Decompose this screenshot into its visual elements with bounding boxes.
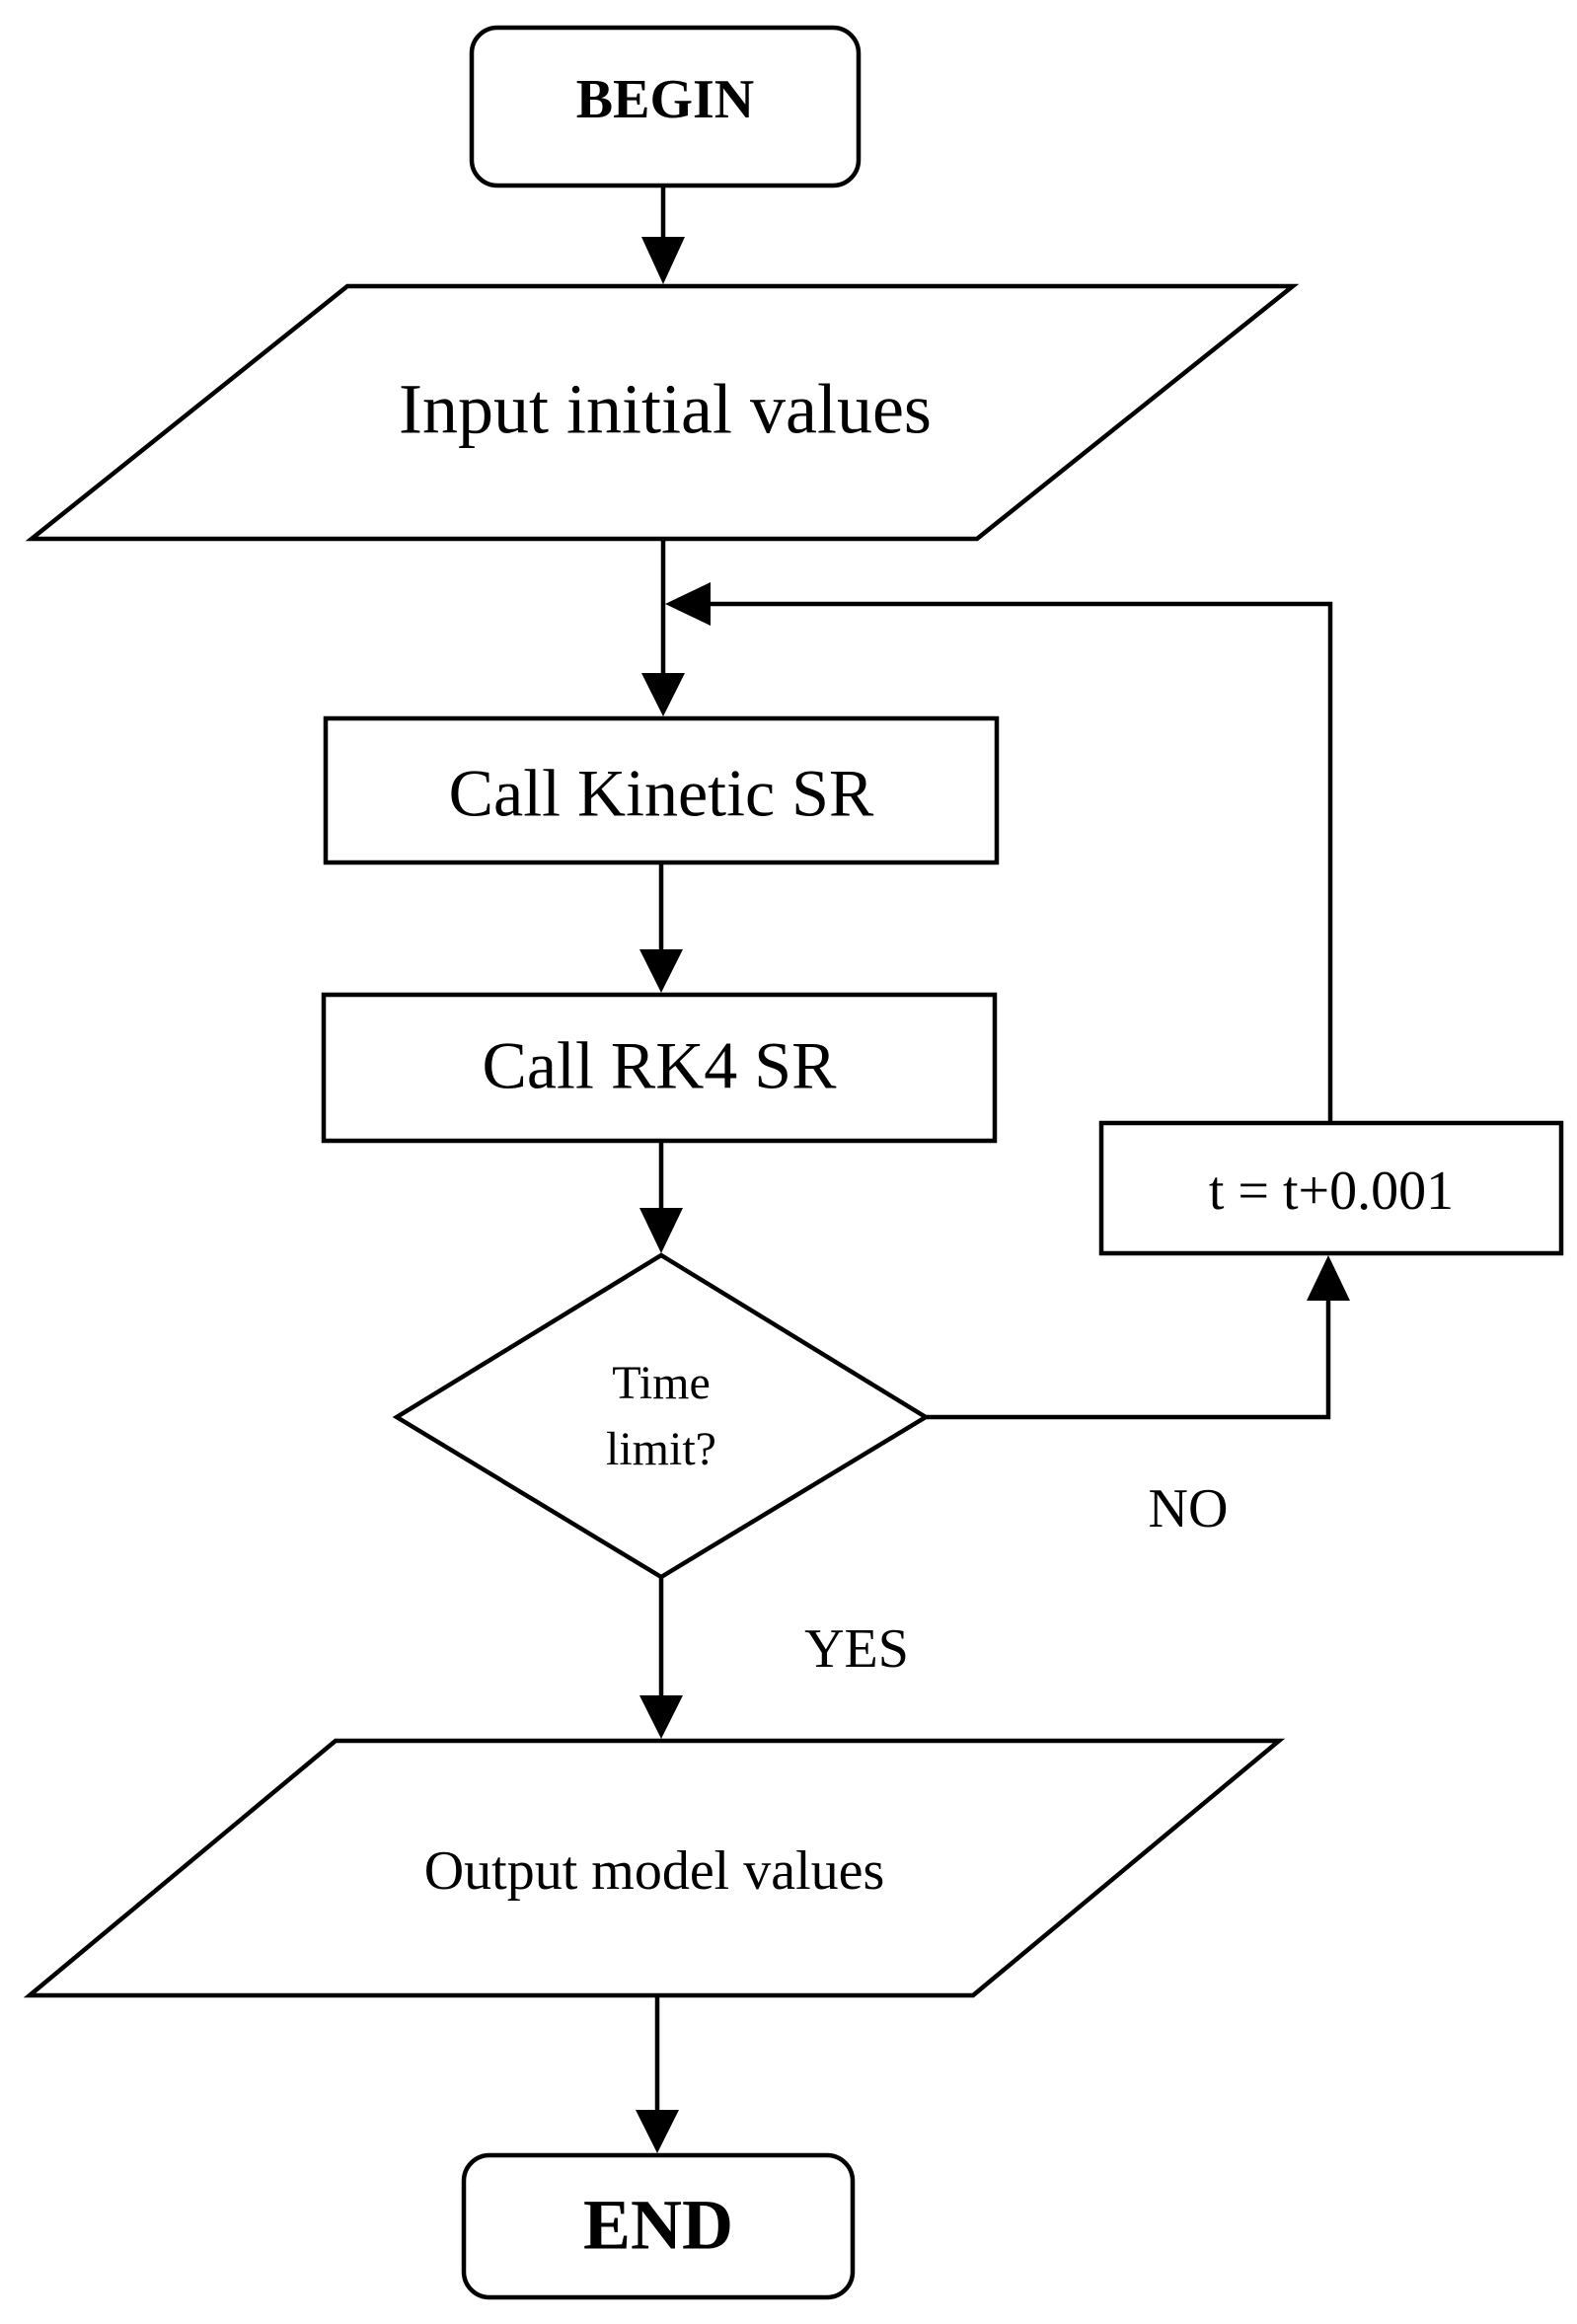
decision-label-line1: Time [612, 1357, 711, 1409]
end-node-shape [461, 2152, 856, 2300]
decision-node-shape [392, 1252, 931, 1580]
kinetic-node-shape [323, 715, 1000, 865]
begin-label: BEGIN [576, 69, 755, 130]
no-branch-label: NO [1149, 1478, 1229, 1539]
output-label: Output model values [424, 1840, 885, 1902]
decision-label-line2: limit? [606, 1423, 716, 1475]
increment-label: t = t+0.001 [1209, 1161, 1454, 1222]
arrow-kinetic-to-rk4 [639, 862, 683, 993]
yes-branch-label: YES [804, 1618, 909, 1680]
arrow-begin-to-input [641, 186, 685, 284]
end-label: END [583, 2186, 733, 2265]
end-node: END [461, 2152, 856, 2300]
arrow-input-to-kinetic [641, 539, 685, 716]
arrow-decision-to-increment [926, 1255, 1350, 1420]
output-node: Output model values [23, 1738, 1286, 1998]
kinetic-label: Call Kinetic SR [449, 756, 874, 831]
arrow-decision-to-output [639, 1577, 683, 1739]
input-node: Input initial values [25, 283, 1300, 542]
kinetic-node: Call Kinetic SR [323, 715, 1000, 865]
arrow-rk4-to-decision [639, 1141, 683, 1253]
increment-node-shape [1098, 1120, 1564, 1256]
input-label: Input initial values [399, 370, 932, 449]
decision-node: Time limit? [392, 1252, 931, 1580]
rk4-node-shape [321, 992, 998, 1144]
increment-node: t = t+0.001 [1098, 1120, 1564, 1256]
output-node-shape [23, 1738, 1286, 1998]
arrow-loop-back [665, 582, 1333, 1123]
input-node-shape [25, 283, 1300, 542]
rk4-node: Call RK4 SR [321, 992, 998, 1144]
rk4-label: Call RK4 SR [483, 1028, 838, 1103]
begin-node: BEGIN [469, 25, 862, 188]
arrow-output-to-end [636, 1995, 679, 2153]
